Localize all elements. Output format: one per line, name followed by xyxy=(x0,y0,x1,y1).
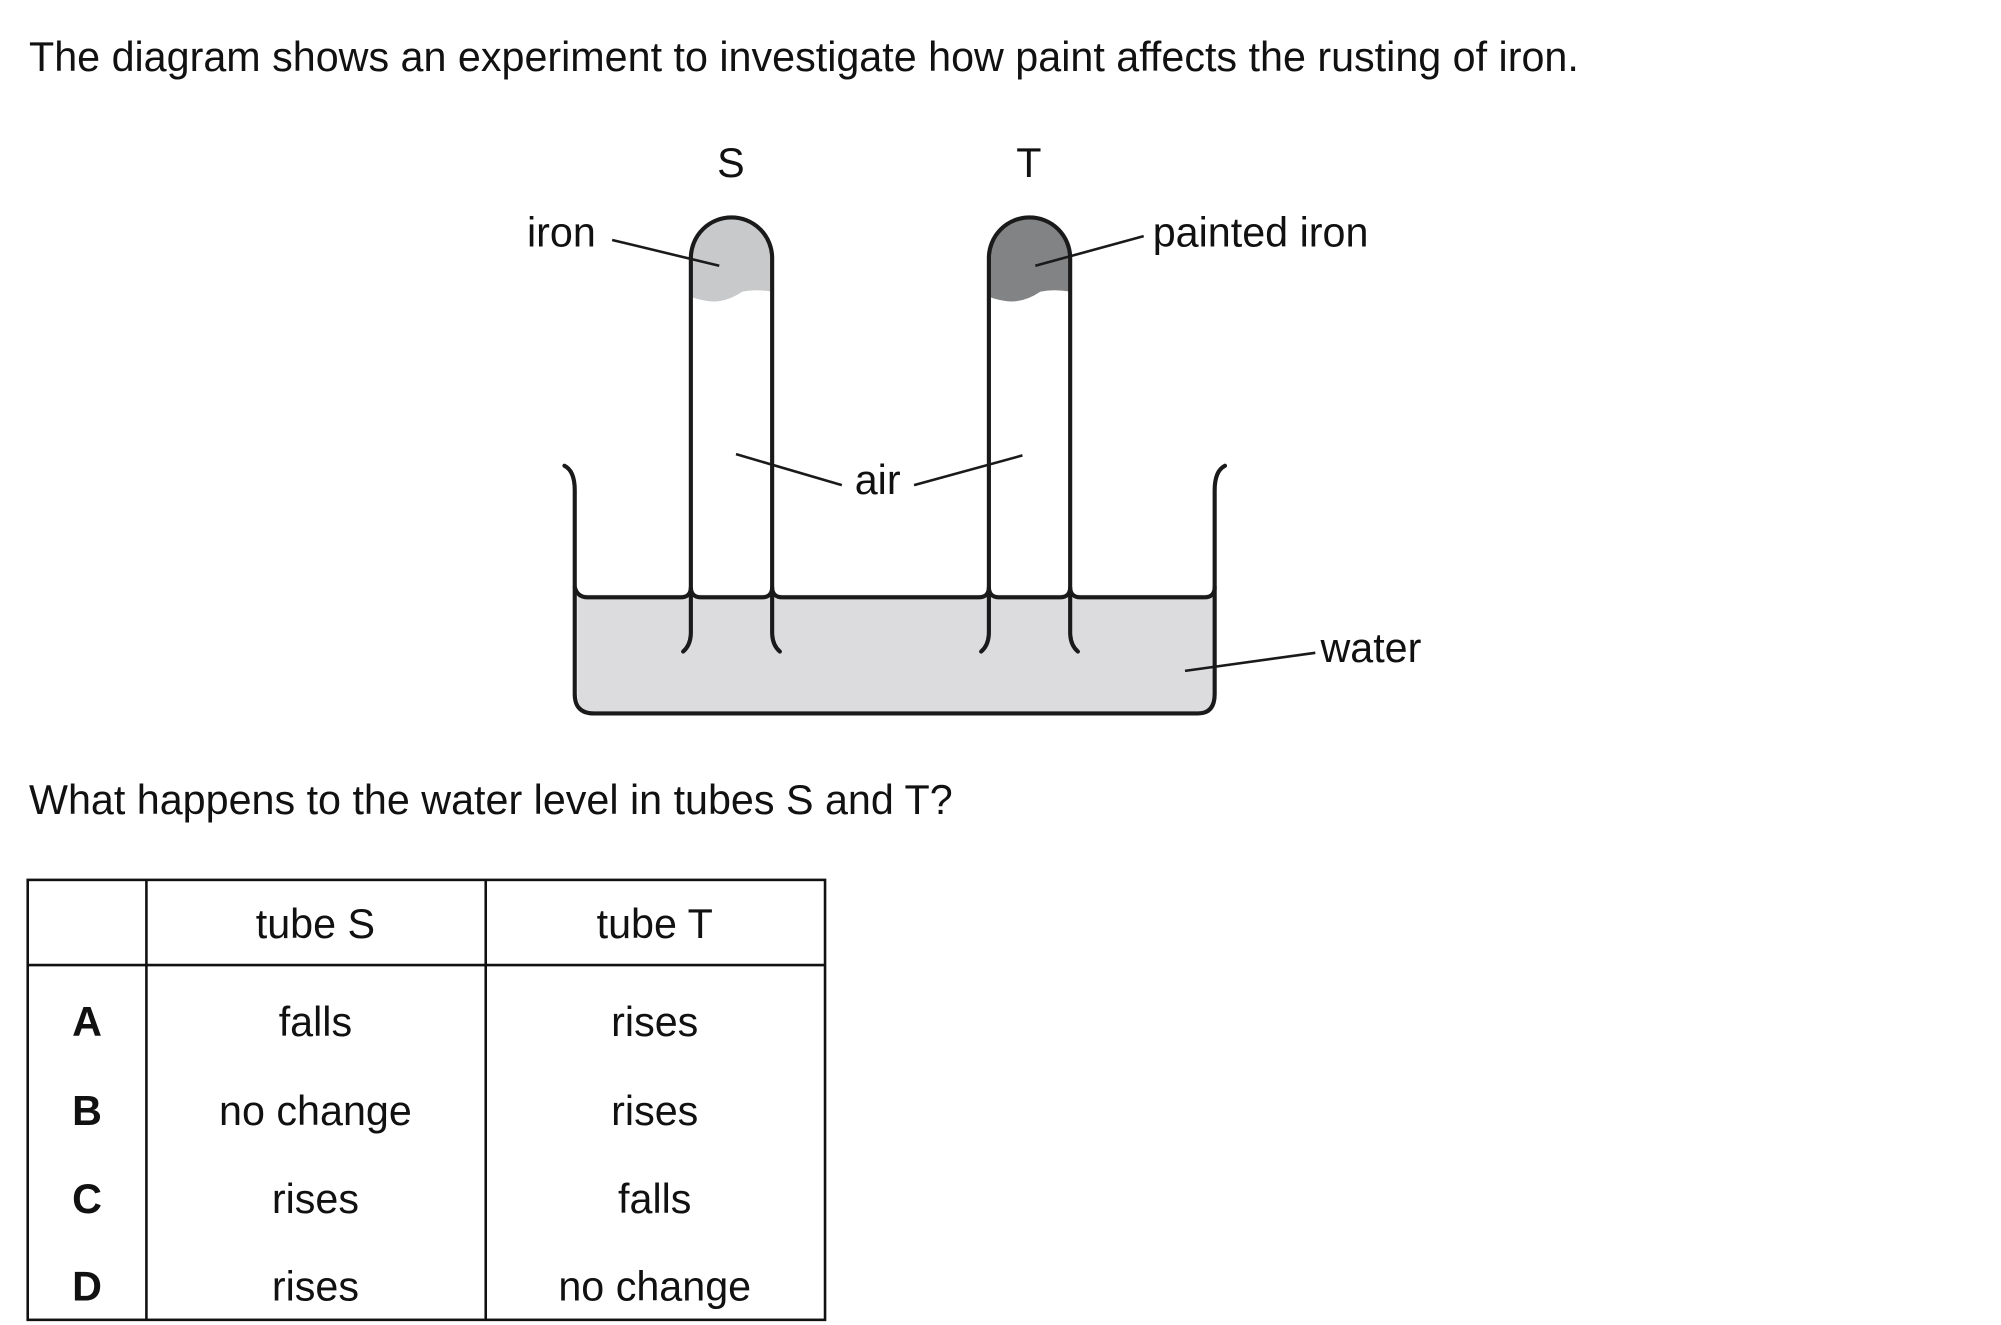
table-row-b[interactable]: B no change rises xyxy=(72,1088,698,1134)
tube-t xyxy=(979,215,1080,654)
header-tube-t: tube T xyxy=(597,901,713,947)
question-prompt: What happens to the water level in tubes… xyxy=(29,777,953,823)
tube-s-cell: rises xyxy=(272,1176,359,1222)
tube-t-label: T xyxy=(1016,140,1041,186)
tube-s-cell: falls xyxy=(279,999,352,1045)
water-label: water xyxy=(1319,625,1421,671)
option-letter: C xyxy=(72,1176,102,1222)
tube-t-cell: rises xyxy=(611,1088,698,1134)
option-letter: B xyxy=(72,1088,102,1134)
iron-sample xyxy=(690,217,773,302)
option-letter: D xyxy=(72,1263,102,1309)
air-leader-line-t xyxy=(913,454,1023,487)
tube-t-cell: no change xyxy=(558,1263,751,1309)
tube-s xyxy=(681,215,782,654)
table-row-a[interactable]: A falls rises xyxy=(72,999,698,1045)
air-label: air xyxy=(855,457,901,503)
iron-leader-line xyxy=(611,238,720,268)
experiment-diagram: S T iron painted iron air water xyxy=(527,140,1422,716)
iron-label: iron xyxy=(527,209,596,255)
tube-s-cell: no change xyxy=(219,1088,412,1134)
question-intro: The diagram shows an experiment to inves… xyxy=(29,34,1579,80)
option-letter: A xyxy=(72,999,102,1045)
painted-iron-leader-line xyxy=(1034,234,1145,268)
water-fill xyxy=(577,594,1215,714)
air-leader-line-s xyxy=(735,452,843,487)
painted-iron-label: painted iron xyxy=(1153,209,1369,255)
beaker xyxy=(562,463,1228,716)
tube-t-cell: falls xyxy=(618,1176,691,1222)
answer-table: tube S tube T A falls rises B no change … xyxy=(26,878,827,1322)
header-tube-s: tube S xyxy=(256,901,375,947)
table-row-d[interactable]: D rises no change xyxy=(72,1263,751,1309)
water-leader-line xyxy=(1184,651,1316,673)
tube-s-label: S xyxy=(717,140,745,186)
tube-s-cell: rises xyxy=(272,1263,359,1309)
painted-iron-sample xyxy=(988,217,1071,302)
water-surface xyxy=(572,584,1217,600)
tube-t-cell: rises xyxy=(611,999,698,1045)
table-row-c[interactable]: C rises falls xyxy=(72,1176,691,1222)
